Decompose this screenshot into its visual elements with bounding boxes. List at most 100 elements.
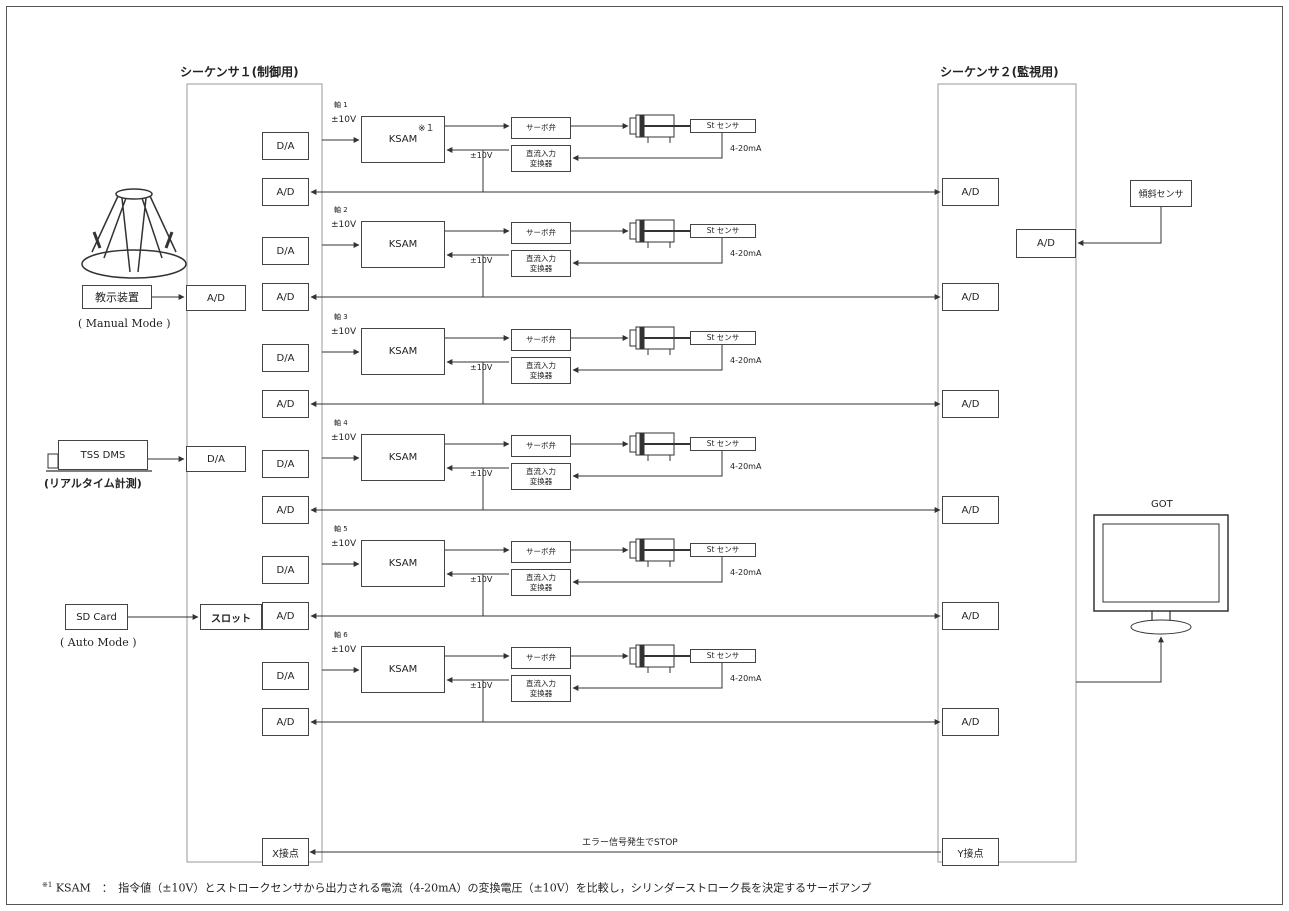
ad-seq2-2: A/D	[942, 283, 999, 311]
ksam-5: KSAM	[361, 540, 445, 587]
axis-label-6: 軸 6	[334, 631, 348, 639]
ksam-3: KSAM	[361, 328, 445, 375]
cylinder-icon-2	[629, 219, 692, 248]
cylinder-icon-1	[629, 114, 692, 143]
ksam-2: KSAM	[361, 221, 445, 268]
slot-box: スロット	[200, 604, 262, 630]
auto-mode-label: ( Auto Mode )	[60, 636, 137, 649]
sensor-feedback-3	[572, 345, 723, 373]
diagram-frame	[6, 6, 1283, 905]
converter-6: 直流入力変換器	[511, 675, 571, 702]
servo-valve-6: サーボ弁	[511, 647, 571, 669]
sensor-feedback-6	[572, 663, 723, 691]
v10-da-1: ±10V	[331, 115, 357, 125]
sequencer2-title: シーケンサ２(監視用)	[940, 65, 1059, 79]
ad-seq1-6: A/D	[262, 708, 309, 736]
da-3: D/A	[262, 344, 309, 372]
x-contact: X接点	[262, 838, 309, 866]
sequencer2-column	[937, 83, 1077, 863]
footnote-text: KSAM ： 指令値（±10V）とストロークセンサから出力される電流（4-20m…	[55, 881, 872, 895]
converter-3: 直流入力変換器	[511, 357, 571, 384]
sensor-feedback-1	[572, 133, 723, 161]
st-sensor-2: St センサ	[690, 224, 756, 238]
ksam-note-mark: ※１	[418, 124, 435, 134]
cylinder-icon-6	[629, 644, 692, 673]
error-stop-label: エラー信号発生でSTOP	[582, 838, 678, 848]
axis-label-5: 軸 5	[334, 525, 348, 533]
cylinder-icon-5	[629, 538, 692, 567]
axis-label-2: 軸 2	[334, 206, 348, 214]
da-1: D/A	[262, 132, 309, 160]
v10-conv-6: ±10V	[470, 681, 493, 690]
v10-conv-4: ±10V	[470, 469, 493, 478]
da-tss: D/A	[186, 446, 246, 472]
v10-da-6: ±10V	[331, 645, 357, 655]
footnote: ※1 KSAM ： 指令値（±10V）とストロークセンサから出力される電流（4-…	[42, 882, 871, 894]
v10-da-3: ±10V	[331, 327, 357, 337]
converter-2: 直流入力変換器	[511, 250, 571, 277]
ad-seq2-6: A/D	[942, 708, 999, 736]
ad-seq1-5: A/D	[262, 602, 309, 630]
tilt-sensor-box: 傾斜センサ	[1130, 180, 1192, 207]
cylinder-icon-4	[629, 432, 692, 461]
converter-1: 直流入力変換器	[511, 145, 571, 172]
ksam-4: KSAM	[361, 434, 445, 481]
ma-label-3: 4-20mA	[730, 356, 762, 365]
ma-label-2: 4-20mA	[730, 249, 762, 258]
v10-conv-1: ±10V	[470, 151, 493, 160]
v10-da-5: ±10V	[331, 539, 357, 549]
v10-da-4: ±10V	[331, 433, 357, 443]
sequencer1-title: シーケンサ１(制御用)	[180, 65, 299, 79]
st-sensor-1: St センサ	[690, 119, 756, 133]
axis-label-3: 軸 3	[334, 313, 348, 321]
footnote-mark: ※1	[42, 881, 53, 889]
ad-seq1-3: A/D	[262, 390, 309, 418]
ad-teach: A/D	[186, 285, 246, 311]
ma-label-1: 4-20mA	[730, 144, 762, 153]
servo-valve-2: サーボ弁	[511, 222, 571, 244]
sequencer1-column	[186, 83, 323, 863]
ksam-6: KSAM	[361, 646, 445, 693]
v10-conv-3: ±10V	[470, 363, 493, 372]
v10-da-2: ±10V	[331, 220, 357, 230]
v10-conv-2: ±10V	[470, 256, 493, 265]
ad-seq2-5: A/D	[942, 602, 999, 630]
ad-tilt: A/D	[1016, 229, 1076, 258]
v10-conv-5: ±10V	[470, 575, 493, 584]
da-2: D/A	[262, 237, 309, 265]
st-sensor-4: St センサ	[690, 437, 756, 451]
teach-device-box: 教示装置	[82, 285, 152, 309]
ma-label-5: 4-20mA	[730, 568, 762, 577]
converter-5: 直流入力変換器	[511, 569, 571, 596]
ad-seq1-1: A/D	[262, 178, 309, 206]
ad-seq1-4: A/D	[262, 496, 309, 524]
converter-4: 直流入力変換器	[511, 463, 571, 490]
sensor-feedback-2	[572, 238, 723, 266]
da-4: D/A	[262, 450, 309, 478]
sensor-feedback-4	[572, 451, 723, 479]
axis-label-4: 軸 4	[334, 419, 348, 427]
ma-label-4: 4-20mA	[730, 462, 762, 471]
servo-valve-1: サーボ弁	[511, 117, 571, 139]
st-sensor-5: St センサ	[690, 543, 756, 557]
st-sensor-3: St センサ	[690, 331, 756, 345]
ad-seq2-3: A/D	[942, 390, 999, 418]
ksam-1: KSAM	[361, 116, 445, 163]
servo-valve-5: サーボ弁	[511, 541, 571, 563]
sensor-feedback-5	[572, 557, 723, 585]
st-sensor-6: St センサ	[690, 649, 756, 663]
sd-card-box: SD Card	[65, 604, 128, 630]
robot-platform-icon	[81, 188, 187, 279]
tss-dms-box: TSS DMS	[58, 440, 148, 470]
ad-seq2-1: A/D	[942, 178, 999, 206]
ad-seq1-2: A/D	[262, 283, 309, 311]
got-label: GOT	[1151, 499, 1173, 510]
cylinder-icon-3	[629, 326, 692, 355]
ma-label-6: 4-20mA	[730, 674, 762, 683]
manual-mode-label: ( Manual Mode )	[78, 317, 171, 330]
got-stand	[1130, 619, 1192, 635]
da-5: D/A	[262, 556, 309, 584]
axis-label-1: 軸 1	[334, 101, 348, 109]
servo-valve-3: サーボ弁	[511, 329, 571, 351]
